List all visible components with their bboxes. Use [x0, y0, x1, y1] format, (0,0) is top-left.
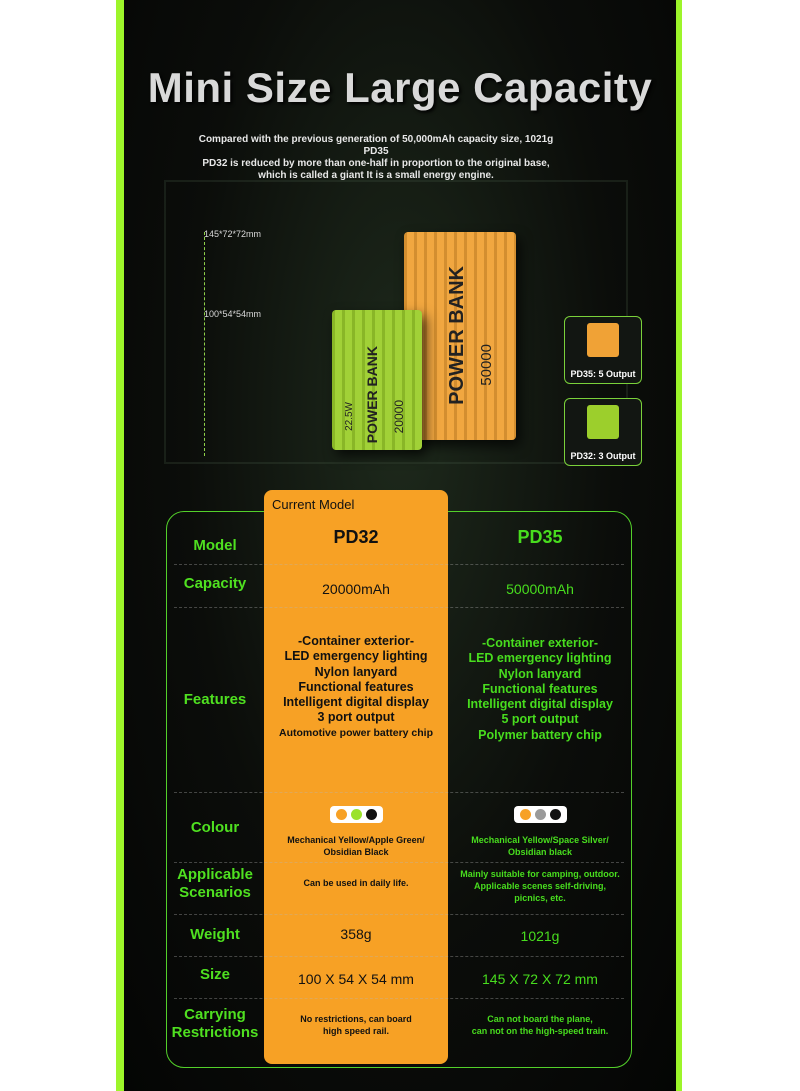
colour-line: Mechanical Yellow/Apple Green/	[287, 835, 425, 845]
watt-label: 22.5W	[344, 402, 355, 431]
pd32-colour-swatches	[264, 806, 448, 825]
subtitle-line: which is called a giant It is a small en…	[258, 170, 494, 181]
current-model-label: Current Model	[272, 497, 355, 512]
large-dimension-label: 145*72*72mm	[204, 229, 262, 239]
dimension-line	[204, 232, 205, 456]
power-bank-label: POWER BANK	[446, 266, 468, 405]
pd32-capacity: 20000mAh	[322, 581, 390, 597]
pd35-colour-text: Mechanical Yellow/Space Silver/ Obsidian…	[450, 834, 630, 858]
row-label-weight: Weight	[190, 926, 240, 943]
pd35-capacity: 50000mAh	[506, 581, 574, 597]
pd32-carrying: No restrictions, can board high speed ra…	[264, 1013, 448, 1037]
row-separator	[174, 914, 624, 915]
feature-item: Intelligent digital display	[467, 697, 613, 712]
pd32-output-thumbnail: PD32: 3 Output	[564, 398, 642, 466]
pd32-thumb-image	[587, 405, 619, 439]
row-separator	[174, 607, 624, 608]
feature-item: 5 port output	[501, 712, 579, 727]
feature-item: 3 port output	[317, 710, 395, 725]
pd32-power-bank-image: POWER BANK 22.5W 20000	[332, 310, 422, 450]
pd35-carrying: Can not board the plane, can not on the …	[450, 1013, 630, 1037]
capacity-label: 20000	[392, 400, 406, 434]
feature-item: LED emergency lighting	[468, 651, 612, 666]
page-title: Mini Size Large Capacity	[147, 64, 653, 111]
pd32-features: -Container exterior- LED emergency light…	[264, 634, 448, 741]
feature-item: Functional features	[298, 679, 414, 694]
label-line: Applicable	[177, 866, 253, 883]
colour-swatch	[519, 809, 531, 820]
label-line: Scenarios	[179, 884, 251, 901]
label-line: Carrying	[184, 1006, 246, 1023]
product-panel: Mini Size Large Capacity Compared with t…	[124, 0, 676, 1091]
small-dimension-label: 100*54*54mm	[204, 309, 262, 319]
row-label-capacity: Capacity	[183, 575, 247, 592]
feature-item: Functional features	[482, 681, 598, 696]
pd35-output-thumbnail: PD35: 5 Output	[564, 316, 642, 384]
feature-item: Automotive power battery chip	[278, 726, 434, 739]
subtitle-line: PD32 is reduced by more than one-half in…	[202, 158, 550, 169]
subtitle: Compared with the previous generation of…	[186, 134, 566, 182]
swatch-group	[329, 806, 383, 823]
row-label-features: Features	[183, 691, 247, 708]
row-separator	[174, 998, 624, 999]
row-separator	[174, 564, 624, 565]
swatch-group	[513, 806, 567, 823]
pd35-thumb-image	[587, 323, 619, 357]
feature-item: LED emergency lighting	[284, 649, 428, 664]
row-label-carrying: Carrying Restrictions	[166, 1006, 264, 1042]
carrying-line: No restrictions, can board	[300, 1014, 412, 1024]
pd32-colour-text: Mechanical Yellow/Apple Green/ Obsidian …	[264, 834, 448, 858]
pd32-model: PD32	[333, 527, 379, 547]
carrying-line: high speed rail.	[322, 1026, 389, 1036]
colour-swatch	[350, 809, 362, 820]
row-separator	[174, 792, 624, 793]
colour-line: Obsidian Black	[323, 847, 389, 857]
colour-swatch	[335, 809, 347, 820]
feature-item: Nylon lanyard	[314, 664, 398, 679]
feature-item: Nylon lanyard	[498, 666, 582, 681]
row-label-size: Size	[199, 966, 230, 983]
pd35-size: 145 X 72 X 72 mm	[482, 971, 598, 987]
pd35-power-bank-image: POWER BANK 50000	[404, 232, 516, 440]
colour-line: Mechanical Yellow/Space Silver/	[471, 835, 609, 845]
scenario-line: Mainly suitable for camping, outdoor.	[460, 869, 620, 879]
pd32-size: 100 X 54 X 54 mm	[298, 971, 414, 987]
subtitle-line: Compared with the previous generation of…	[198, 134, 554, 157]
carrying-line: can not on the high-speed train.	[471, 1026, 609, 1036]
colour-swatch	[365, 809, 377, 820]
carrying-line: Can not board the plane,	[487, 1014, 593, 1024]
row-label-model: Model	[193, 537, 237, 554]
feature-item: Intelligent digital display	[283, 695, 429, 710]
current-model-column	[264, 490, 448, 1064]
pd35-output-label: PD35: 5 Output	[570, 369, 636, 379]
row-separator	[174, 956, 624, 957]
capacity-label: 50000	[478, 344, 495, 386]
row-label-colour: Colour	[190, 819, 240, 836]
pd35-features: -Container exterior- LED emergency light…	[450, 636, 630, 743]
feature-item: Polymer battery chip	[478, 727, 602, 742]
pd35-model: PD35	[517, 527, 563, 547]
pd35-scenarios: Mainly suitable for camping, outdoor. Ap…	[450, 868, 630, 904]
pd32-output-label: PD32: 3 Output	[570, 451, 636, 461]
pd35-colour-swatches	[450, 806, 630, 825]
label-line: Restrictions	[171, 1024, 259, 1041]
colour-swatch	[549, 809, 561, 820]
pd32-scenarios: Can be used in daily life.	[303, 878, 409, 888]
colour-swatch	[534, 809, 546, 820]
scenario-line: picnics, etc.	[514, 893, 566, 903]
row-label-scenarios: Applicable Scenarios	[166, 866, 264, 902]
scenario-line: Applicable scenes self-driving,	[473, 881, 607, 891]
row-separator	[174, 862, 624, 863]
pd35-weight: 1021g	[520, 928, 560, 944]
colour-line: Obsidian black	[507, 847, 573, 857]
feature-item: -Container exterior-	[482, 636, 598, 650]
power-bank-label: POWER BANK	[364, 346, 380, 444]
pd32-weight: 358g	[340, 926, 372, 942]
feature-item: -Container exterior-	[298, 634, 414, 648]
